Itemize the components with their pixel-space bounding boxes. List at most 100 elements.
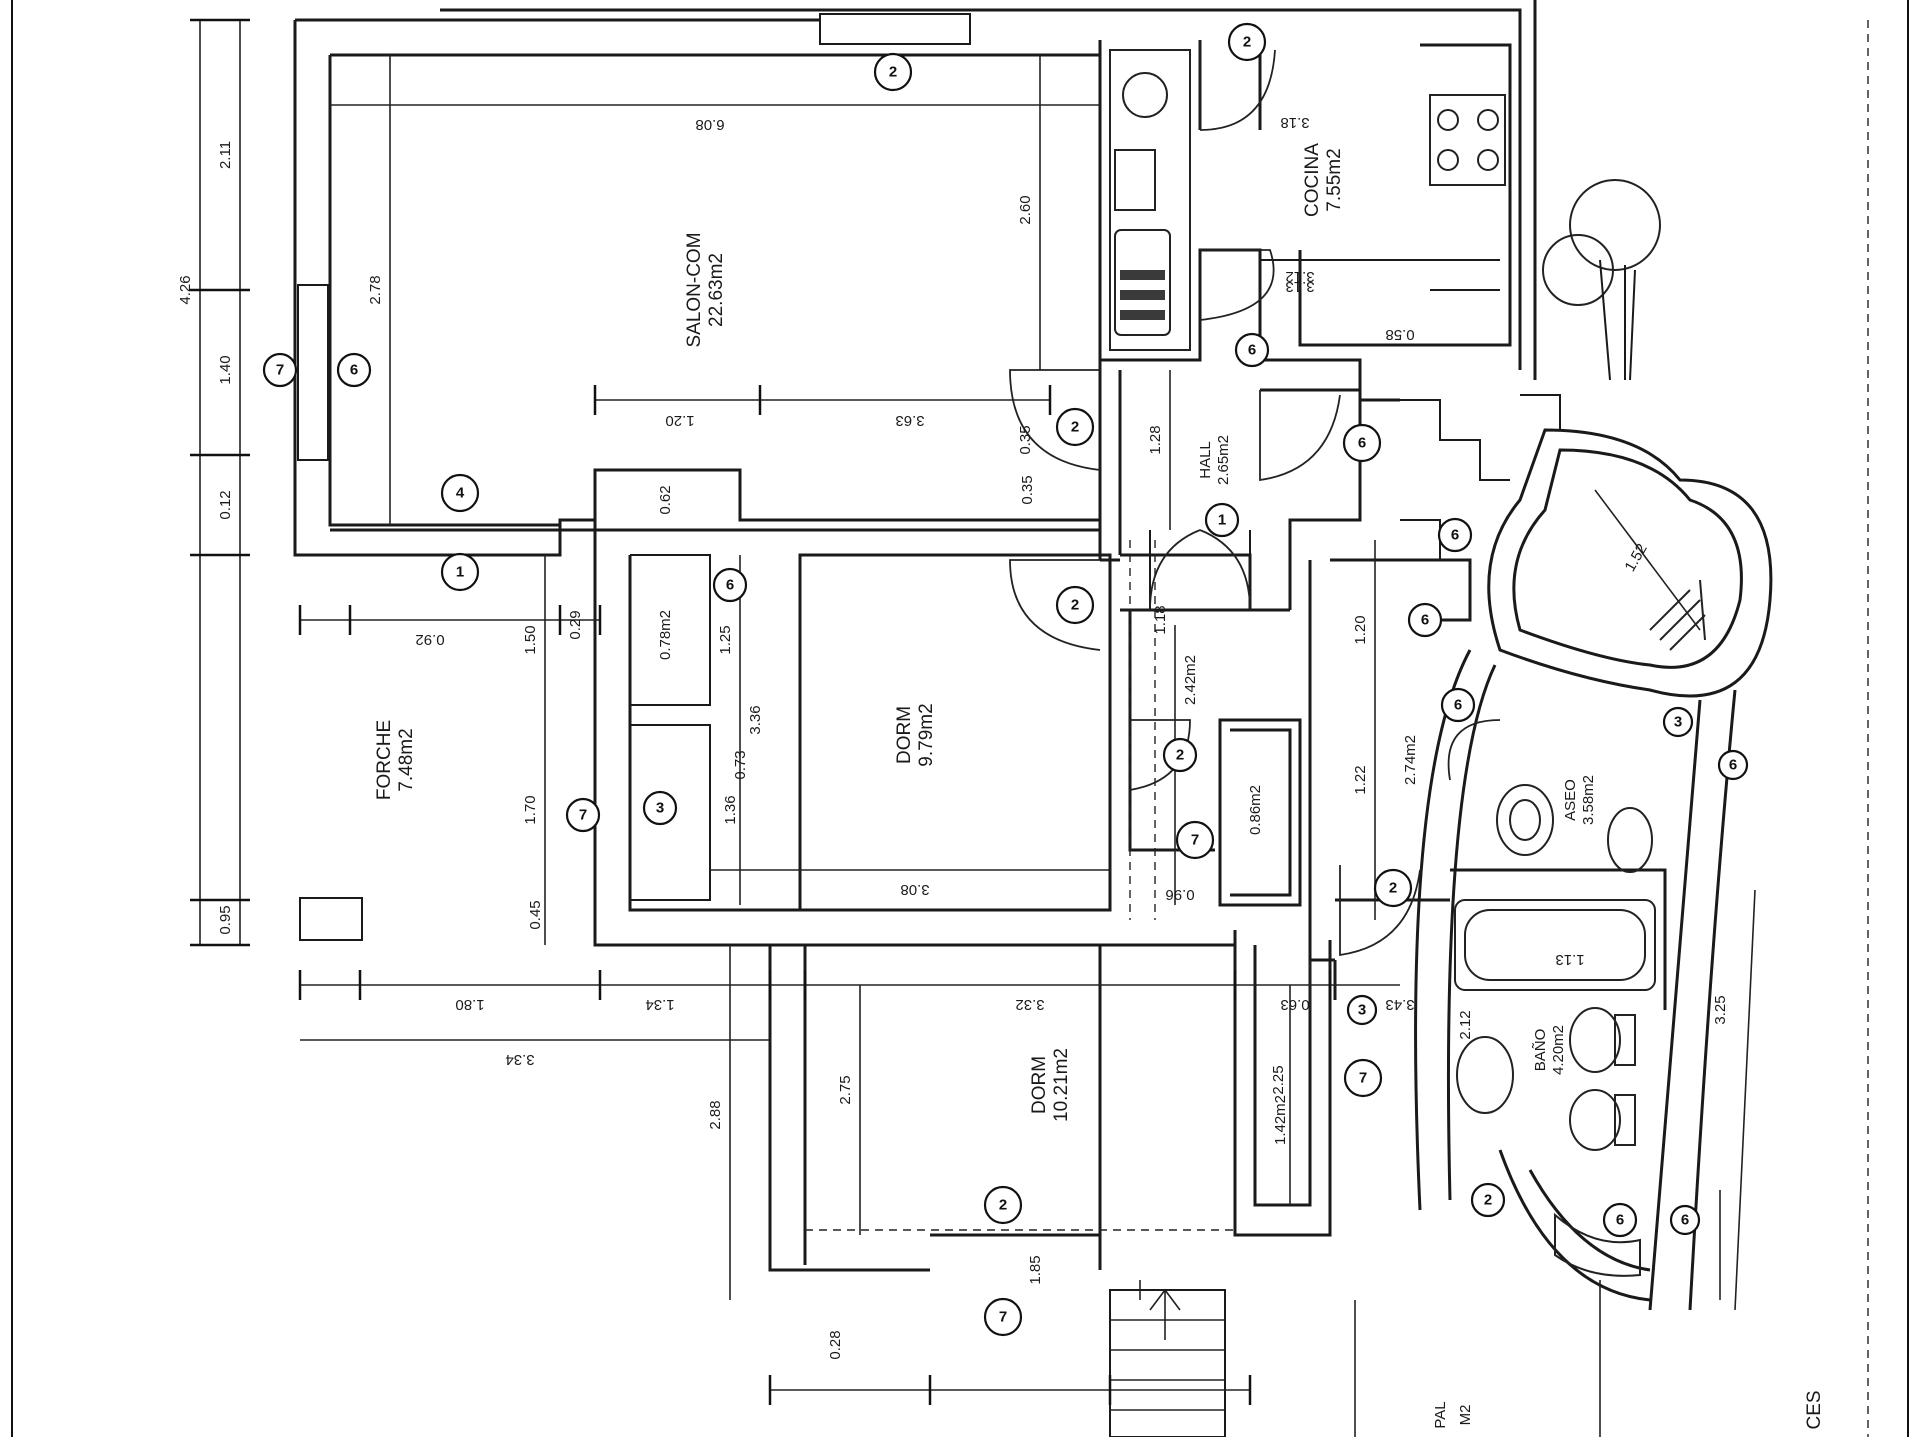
stairs bbox=[1109, 1289, 1226, 1437]
dim-label: 0.73 bbox=[732, 750, 749, 779]
room-cocina-label: COCINA 7.55m2 bbox=[1302, 143, 1345, 217]
room-area: 7.48m2 bbox=[396, 728, 417, 791]
dim-label: 3.63 bbox=[895, 412, 924, 429]
svg-text:4: 4 bbox=[456, 485, 465, 502]
markers: 2 2 7 6 4 1 2 2 6 1 6 6 3 7 2 7 2 7 2 7 … bbox=[262, 22, 1749, 1337]
dim-label: 1.50 bbox=[522, 625, 539, 654]
room-closet-1-label: 0.78m2 bbox=[657, 610, 674, 660]
svg-text:7: 7 bbox=[1191, 832, 1199, 849]
dim-label: 3.32 bbox=[1015, 996, 1044, 1013]
door-swing bbox=[1149, 529, 1251, 611]
svg-text:6: 6 bbox=[1421, 612, 1429, 629]
sink-icon bbox=[1122, 72, 1168, 118]
door-swing bbox=[1199, 40, 1276, 131]
dim-label: 2.11 bbox=[217, 141, 234, 169]
room-name: HALL bbox=[1197, 441, 1214, 479]
dim-label: 0.92 bbox=[415, 631, 444, 648]
dim-label: 1.40 bbox=[217, 355, 234, 384]
dim-label: 1.20 bbox=[665, 412, 694, 429]
round-fixture bbox=[1569, 179, 1661, 271]
dim-label: 2.78 bbox=[367, 275, 384, 304]
svg-text:6: 6 bbox=[1616, 1212, 1624, 1229]
marker-circle: 7 bbox=[262, 352, 298, 388]
bathtub bbox=[1454, 899, 1656, 991]
svg-text:1: 1 bbox=[456, 564, 464, 581]
room-name: ASEO bbox=[1562, 779, 1579, 821]
bidet-icon bbox=[1569, 1089, 1621, 1151]
dim-label: 3.18 bbox=[1280, 114, 1309, 131]
room-area: 2.74m2 bbox=[1402, 735, 1419, 785]
washbasin-icon bbox=[1456, 1036, 1514, 1114]
burner-icon bbox=[1437, 109, 1459, 131]
window-left bbox=[297, 284, 329, 461]
svg-text:2: 2 bbox=[1243, 34, 1251, 51]
marker-circle: 2 bbox=[1373, 868, 1413, 908]
svg-text:6: 6 bbox=[350, 362, 358, 379]
svg-text:2: 2 bbox=[1389, 880, 1397, 897]
room-hall-2-label: 2.42m2 bbox=[1182, 655, 1199, 705]
marker-circle: 6 bbox=[1407, 602, 1443, 638]
marker-circle: 6 bbox=[1602, 1202, 1638, 1238]
dim-label: 0.12 bbox=[217, 490, 234, 519]
toilet-icon bbox=[1607, 807, 1653, 873]
room-area: 4.20m2 bbox=[1550, 1025, 1567, 1075]
door-swing bbox=[1199, 249, 1275, 321]
dim-label: 0.95 bbox=[217, 905, 234, 934]
burner-icon bbox=[1477, 149, 1499, 171]
toilet-icon bbox=[1569, 1007, 1621, 1073]
dim-label: 0.28 bbox=[827, 1330, 844, 1359]
svg-text:3: 3 bbox=[656, 800, 664, 817]
burner-icon bbox=[1477, 109, 1499, 131]
marker-circle: 2 bbox=[1055, 407, 1095, 447]
room-forche-label: FORCHE 7.48m2 bbox=[374, 720, 417, 800]
room-corridor-label: 2.74m2 bbox=[1402, 735, 1419, 785]
dim-label: 1.28 bbox=[1147, 425, 1164, 454]
dim-label: 3.36 bbox=[747, 705, 764, 734]
marker-circle: 7 bbox=[1343, 1058, 1383, 1098]
room-dorm-1-label: DORM 9.79m2 bbox=[894, 703, 937, 766]
room-name: DORM bbox=[1029, 1056, 1050, 1114]
dimension-lines bbox=[190, 18, 1756, 1437]
dim-label: 2.60 bbox=[1017, 195, 1034, 224]
dim-label: 0.45 bbox=[527, 900, 544, 929]
room-area: 10.21m2 bbox=[1051, 1048, 1072, 1122]
room-area: 7.55m2 bbox=[1324, 148, 1345, 211]
room-dorm-2-label: DORM 10.21m2 bbox=[1029, 1048, 1072, 1122]
interior-walls bbox=[630, 40, 1773, 1311]
svg-text:6: 6 bbox=[1454, 697, 1462, 714]
dim-label: 3.08 bbox=[900, 881, 929, 898]
edge-text: CES bbox=[1804, 1390, 1825, 1429]
marker-circle: 6 bbox=[1669, 1204, 1701, 1236]
marker-circle: 1 bbox=[1204, 502, 1240, 538]
dim-label: 3.25 bbox=[1712, 995, 1729, 1024]
dim-label: 1.85 bbox=[1027, 1255, 1044, 1284]
dim-label: 0.96 bbox=[1165, 886, 1194, 903]
room-hall-label: HALL 2.65m2 bbox=[1197, 435, 1232, 485]
svg-text:1: 1 bbox=[1218, 512, 1226, 529]
room-area: 3.58m2 bbox=[1580, 775, 1597, 825]
room-bano-label: BAÑO 4.20m2 bbox=[1532, 1025, 1567, 1075]
partial-label: PAL bbox=[1432, 1401, 1449, 1428]
door-swing bbox=[1447, 719, 1501, 781]
svg-text:2: 2 bbox=[1071, 597, 1079, 614]
doors bbox=[1009, 40, 1501, 1010]
room-labels: SALON-COM 22.63m2 COCINA 7.55m2 HALL 2.6… bbox=[374, 143, 1597, 1145]
dim-label: 1.20 bbox=[1352, 615, 1369, 644]
door-swing bbox=[1339, 865, 1421, 957]
marker-circle: 1 bbox=[440, 552, 480, 592]
marker-circle: 2 bbox=[1055, 585, 1095, 625]
door-swing bbox=[1259, 390, 1341, 482]
dim-label: 0.29 bbox=[567, 610, 584, 639]
dim-label: 1.22 bbox=[1352, 765, 1369, 794]
room-area: 2.65m2 bbox=[1215, 435, 1232, 485]
room-closet-2-label: 0.86m2 bbox=[1247, 785, 1264, 835]
room-area: 2.42m2 bbox=[1182, 655, 1199, 705]
dim-label: 1.80 bbox=[455, 996, 484, 1013]
svg-text:2: 2 bbox=[1071, 419, 1079, 436]
marker-circle: 6 bbox=[1440, 687, 1476, 723]
room-name: FORCHE bbox=[374, 720, 395, 800]
marker-circle: 2 bbox=[1470, 1182, 1506, 1218]
marker-circle: 3 bbox=[1346, 994, 1378, 1026]
dim-label: 4.26 bbox=[177, 275, 194, 304]
